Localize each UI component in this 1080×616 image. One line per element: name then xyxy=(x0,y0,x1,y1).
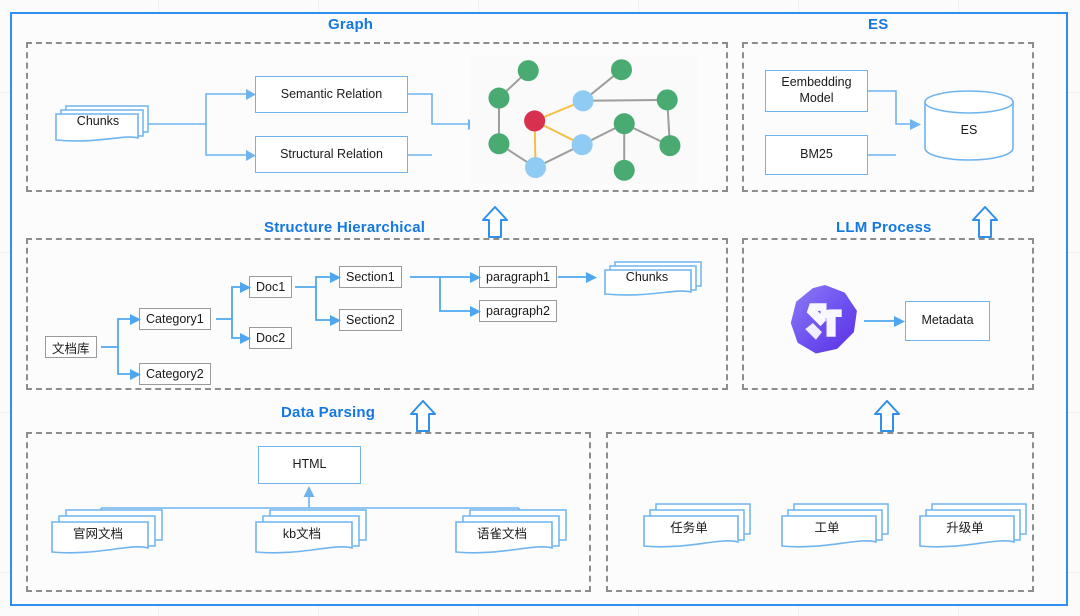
doc-stack-source-3[interactable]: 语雀文档 xyxy=(452,506,570,558)
tree-node-category2[interactable]: Category2 xyxy=(139,363,211,385)
tree-node-category1[interactable]: Category1 xyxy=(139,308,211,330)
up-arrow-parsing-to-structure xyxy=(410,400,436,432)
knowledge-graph-preview xyxy=(470,56,698,184)
node-semantic-relation[interactable]: Semantic Relation xyxy=(255,76,408,113)
group-box-tickets xyxy=(606,432,1034,592)
node-bm25[interactable]: BM25 xyxy=(765,135,868,175)
tree-node-doc1[interactable]: Doc1 xyxy=(249,276,293,298)
node-structural-relation[interactable]: Structural Relation xyxy=(255,136,408,173)
doc-stack-source-2[interactable]: kb文档 xyxy=(252,506,370,558)
section-title-data-parsing: Data Parsing xyxy=(281,404,376,421)
group-box-structure-hierarchical xyxy=(26,238,728,390)
tree-node-paragraph2[interactable]: paragraph2 xyxy=(479,300,557,322)
up-arrow-structure-to-graph xyxy=(482,206,508,238)
doc-stack-source-1[interactable]: 官网文档 xyxy=(48,506,166,558)
tree-node-paragraph1[interactable]: paragraph1 xyxy=(479,266,557,288)
node-embedding-model[interactable]: Eembedding Model xyxy=(765,70,868,112)
tree-node-section2[interactable]: Section2 xyxy=(339,309,402,331)
group-box-llm-process xyxy=(742,238,1034,390)
section-title-structure-hierarchical: Structure Hierarchical xyxy=(264,219,426,236)
up-arrow-tickets-to-llm xyxy=(874,400,900,432)
section-title-graph: Graph xyxy=(328,16,374,33)
doc-stack-ticket-3[interactable]: 升级单 xyxy=(916,500,1030,552)
group-box-es xyxy=(742,42,1034,192)
group-box-graph xyxy=(26,42,728,192)
tree-node-section1[interactable]: Section1 xyxy=(339,266,402,288)
tree-node-doc2[interactable]: Doc2 xyxy=(249,327,293,349)
doc-stack-chunks-hierarchy[interactable]: Chunks xyxy=(601,258,705,300)
node-metadata[interactable]: Metadata xyxy=(905,301,990,341)
section-title-es: ES xyxy=(868,16,889,33)
doc-stack-ticket-1[interactable]: 任务单 xyxy=(640,500,754,552)
section-title-llm-process: LLM Process xyxy=(836,219,932,236)
doc-stack-chunks-graph[interactable]: Chunks xyxy=(52,100,152,146)
group-box-data-parsing xyxy=(26,432,591,592)
up-arrow-llm-to-es xyxy=(972,206,998,238)
node-es-datastore-label: ES xyxy=(960,123,978,137)
llm-logo-icon xyxy=(787,282,863,358)
node-html[interactable]: HTML xyxy=(258,446,361,484)
tree-node-doc-library[interactable]: 文档库 xyxy=(45,336,97,358)
node-es-datastore[interactable]: ES xyxy=(923,89,1015,161)
doc-stack-ticket-2[interactable]: 工单 xyxy=(778,500,892,552)
